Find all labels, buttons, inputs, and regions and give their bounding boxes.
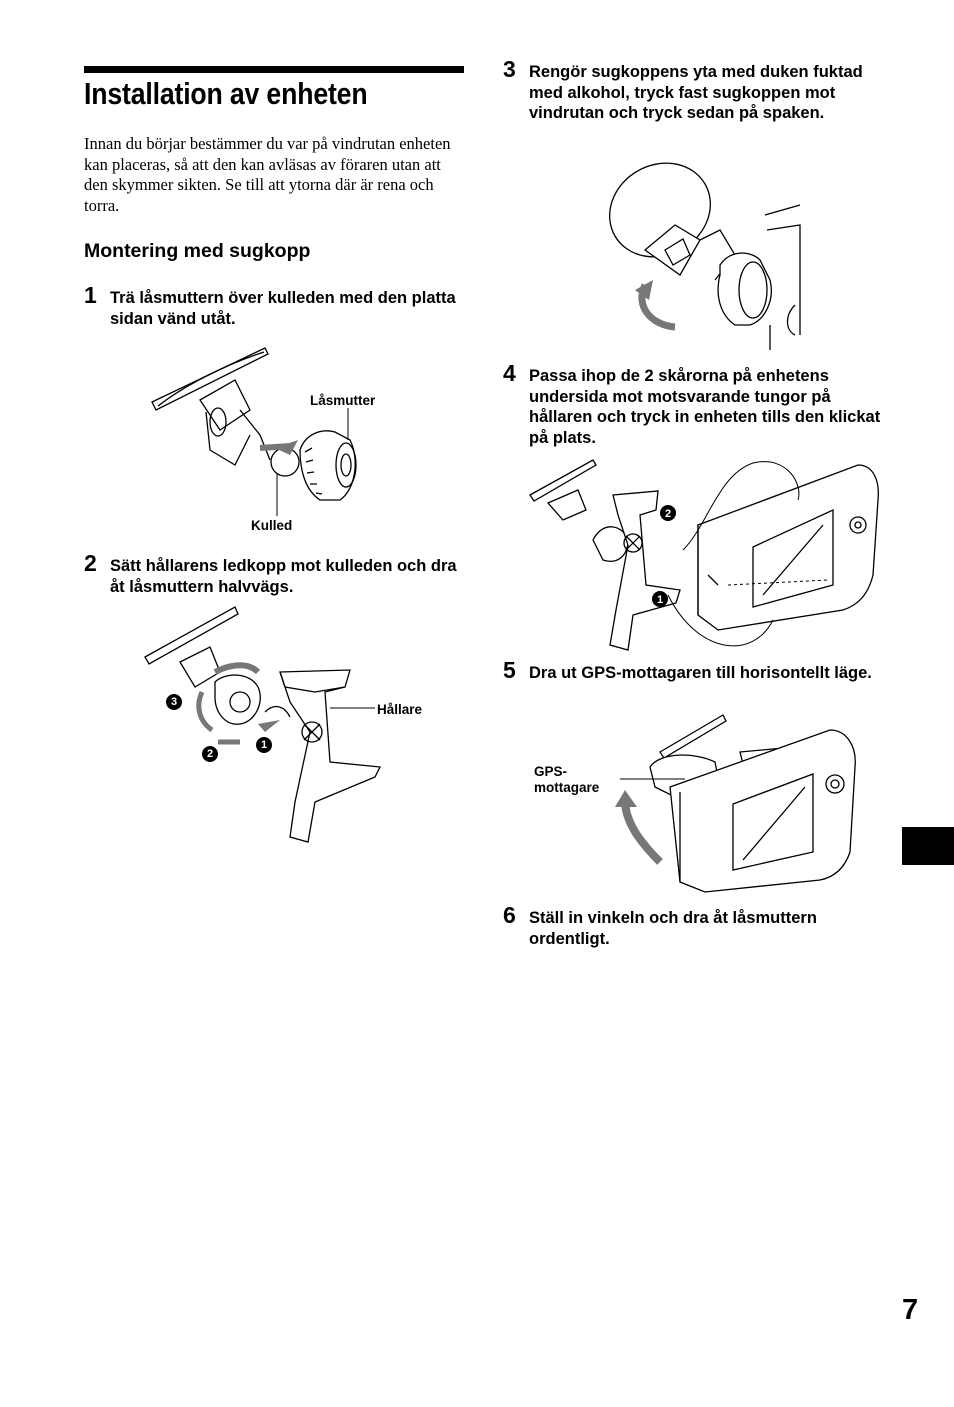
figure-suction-cup-lever	[605, 155, 805, 350]
step-text: Sätt hållarens ledkopp mot kulleden och …	[110, 557, 457, 596]
figure-unit-on-holder	[528, 455, 888, 655]
page-number: 7	[902, 1294, 919, 1326]
step-number: 5	[503, 657, 516, 683]
label-gps-receiver: GPS- mottagare	[534, 764, 600, 795]
step-text: Rengör sugkoppens yta med duken fuktad m…	[529, 63, 863, 122]
step-number: 6	[503, 902, 516, 928]
label-ball-joint: Kulled	[251, 518, 293, 533]
step-text: Trä låsmuttern över kulleden med den pla…	[110, 289, 456, 328]
figure-gps-receiver	[615, 712, 865, 897]
callout-2: 2	[665, 508, 672, 520]
callout-3: 3	[171, 696, 178, 708]
figure-ball-joint-lock-nut	[140, 340, 390, 540]
callout-2: 2	[207, 748, 214, 760]
section-subheading: Montering med sugkopp	[84, 240, 311, 262]
step-text: Passa ihop de 2 skårorna på enhetens und…	[529, 367, 881, 447]
step-number: 4	[503, 360, 516, 386]
page-title: Installation av enheten	[84, 76, 368, 111]
step-text: Dra ut GPS-mottagaren till horisontellt …	[529, 664, 872, 682]
step-text: Ställ in vinkeln och dra åt låsmuttern o…	[529, 909, 817, 948]
step-number: 2	[84, 550, 97, 576]
section-tab-marker	[902, 827, 954, 865]
label-lock-nut: Låsmutter	[310, 393, 376, 408]
callout-1: 1	[261, 739, 268, 751]
intro-paragraph: Innan du börjar bestämmer du var på vind…	[84, 134, 451, 215]
callout-1: 1	[657, 594, 664, 606]
step-number: 3	[503, 56, 516, 82]
step-number: 1	[84, 282, 97, 308]
heading-rule	[84, 66, 464, 73]
label-holder: Hållare	[377, 702, 423, 717]
figure-holder-attach	[140, 602, 440, 847]
